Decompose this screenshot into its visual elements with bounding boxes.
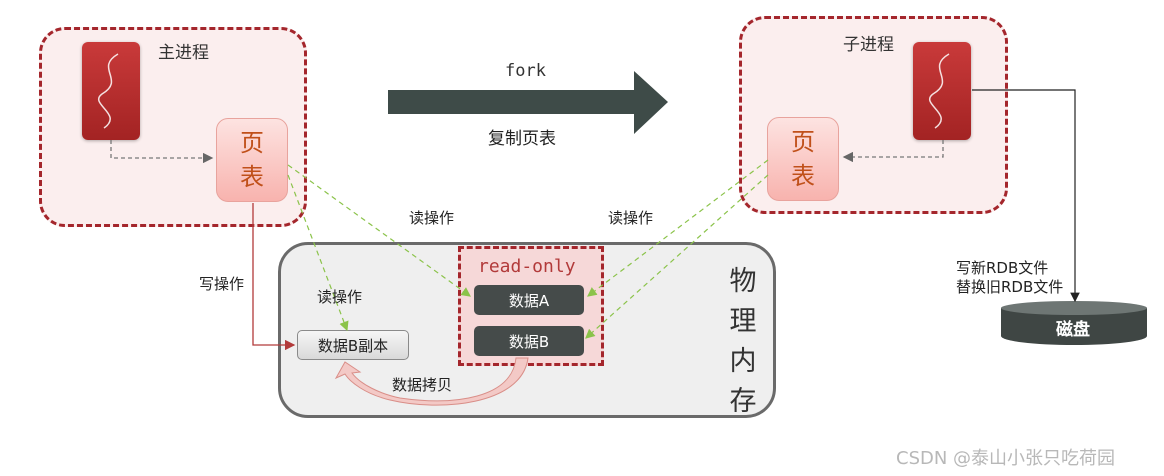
child-process-label: 子进程 [843, 35, 894, 55]
child-page-table-char-1: 页 [791, 128, 815, 156]
write-op-label: 写操作 [199, 275, 245, 293]
child-read-to-data-a-line [587, 159, 769, 297]
child-to-disk-line [972, 89, 1080, 303]
main-process-icon [82, 42, 140, 140]
read-op-label-inner: 读操作 [317, 288, 363, 306]
physical-memory-char-2: 理 [729, 306, 757, 337]
fork-label: fork [505, 61, 546, 81]
squiggle-icon [98, 53, 119, 129]
physical-memory-char-4: 存 [729, 386, 757, 417]
physical-memory-label: 物 理 内 存 [723, 262, 763, 422]
data-copy-label: 数据拷贝 [392, 376, 453, 394]
physical-memory-char-1: 物 [729, 266, 757, 297]
child-page-table: 页 表 [767, 117, 839, 201]
disk-icon [1001, 301, 1147, 345]
squiggle-icon [929, 53, 950, 129]
data-b-block: 数据B [474, 326, 584, 356]
main-process-label: 主进程 [158, 43, 209, 63]
data-a-block: 数据A [474, 285, 584, 315]
read-op-label-left: 读操作 [409, 209, 455, 227]
main-process-to-page-table-line [110, 140, 214, 164]
main-page-table-char-2: 表 [240, 163, 264, 191]
child-process-icon [913, 42, 971, 140]
fork-caption: 复制页表 [488, 129, 556, 149]
read-only-label: read-only [478, 256, 576, 277]
main-page-table-char-1: 页 [240, 129, 264, 157]
main-read-to-copy-line [287, 174, 349, 332]
watermark: CSDN @泰山小张只吃荷园 [896, 448, 1116, 469]
main-read-to-data-a-line [287, 164, 471, 297]
read-op-label-right: 读操作 [608, 209, 654, 227]
replace-old-rdb-label: 替换旧RDB文件 [956, 278, 1064, 296]
main-page-table: 页 表 [216, 118, 288, 202]
write-line [252, 203, 296, 351]
copy-arrow [334, 357, 529, 406]
write-new-rdb-label: 写新RDB文件 [956, 259, 1049, 277]
physical-memory-char-3: 内 [729, 346, 757, 377]
child-read-to-data-b-line [585, 174, 769, 339]
child-page-table-char-2: 表 [791, 162, 815, 190]
child-process-to-page-table-line [842, 140, 944, 163]
fork-arrow [388, 71, 668, 134]
data-b-copy-block: 数据B副本 [297, 330, 409, 360]
disk-label: 磁盘 [1056, 320, 1090, 340]
